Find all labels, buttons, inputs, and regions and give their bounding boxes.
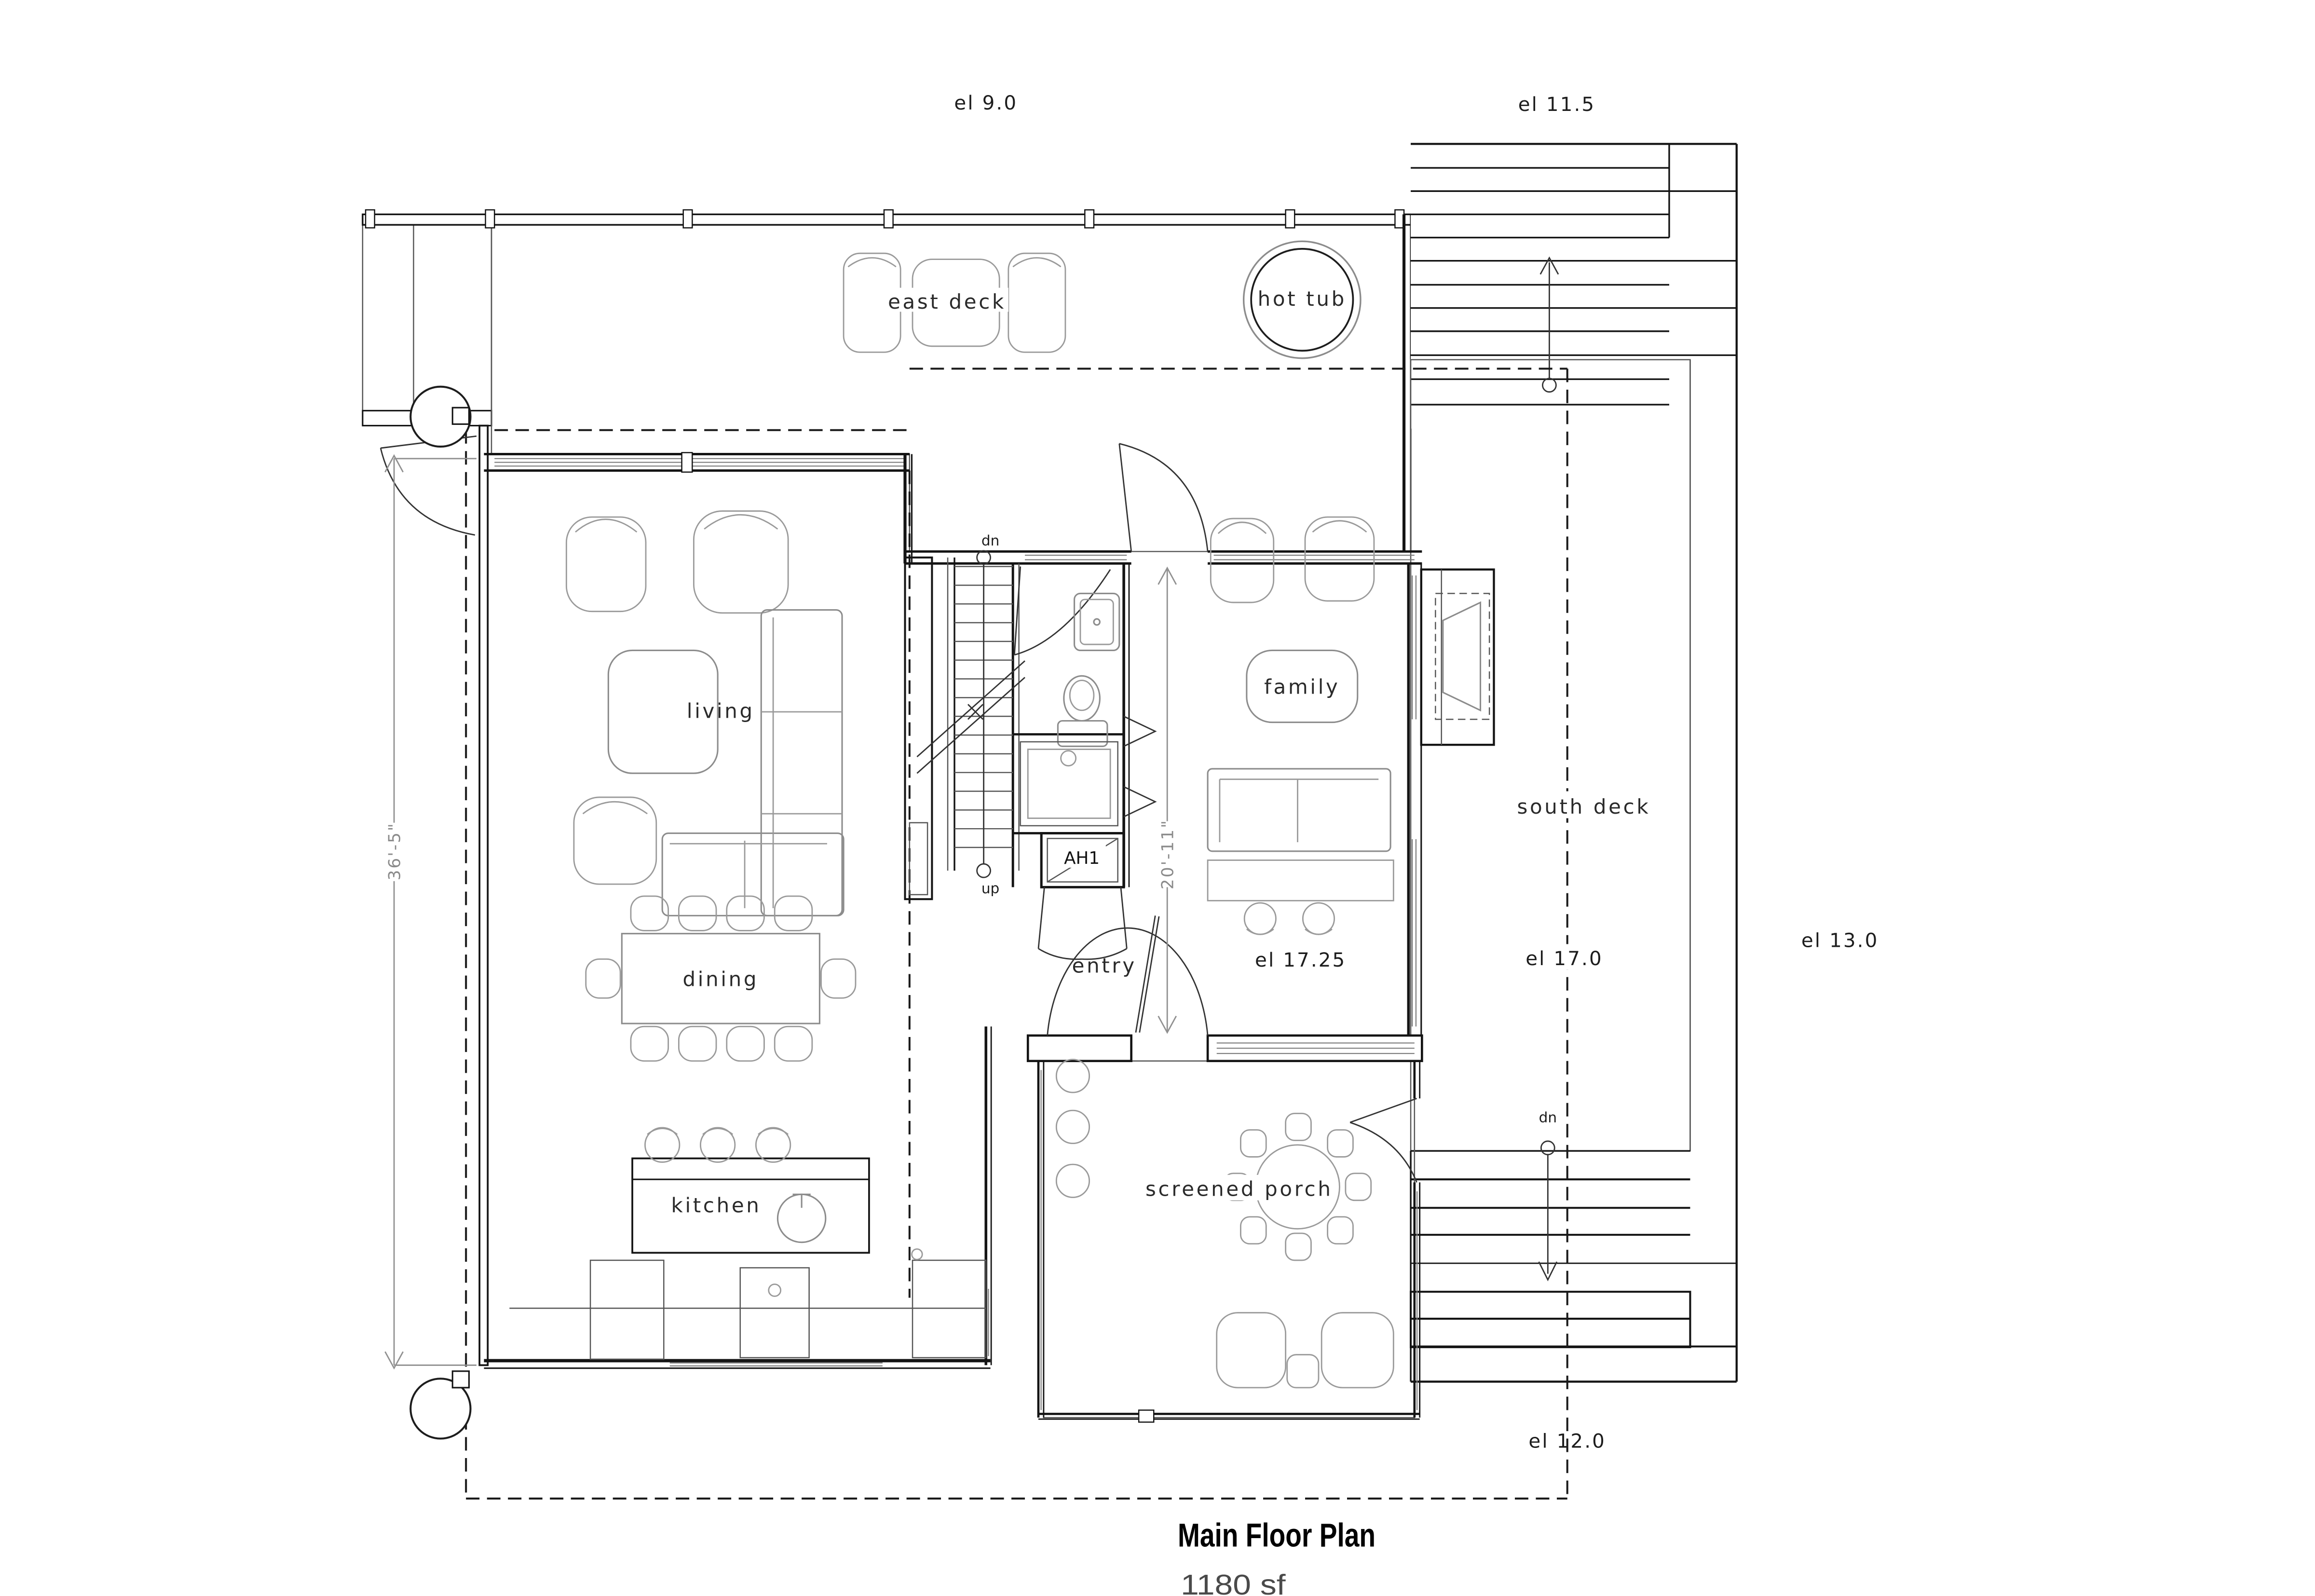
kitchen-counter: [509, 1248, 987, 1360]
el-upper-landing: el 11.5: [1518, 93, 1596, 116]
porch-floor: [1043, 1060, 1416, 1419]
island-stools: [644, 1127, 791, 1163]
living-label: living: [687, 699, 755, 723]
south-deck: dn: [1410, 359, 1737, 1383]
title-block: Main Floor Plan 1180 sf: [1178, 1517, 1375, 1596]
west-wall: [478, 424, 489, 1366]
hot-tub-label: hot tub: [1258, 287, 1347, 311]
east-deck-left-section: [362, 224, 492, 411]
el-lower-landing: el 12.0: [1528, 1430, 1606, 1452]
porch-deck-door: [1349, 1098, 1417, 1183]
stair-chase: [904, 556, 933, 900]
sheet-area: 1180 sf: [1181, 1569, 1286, 1596]
porch-lounge-set: [1216, 1312, 1394, 1389]
stair-dn-label: dn: [981, 532, 999, 549]
west-deck-door: [380, 385, 477, 536]
north-wall-west: [484, 452, 910, 473]
upper-deck-stairs: [1411, 143, 1738, 1382]
air-handler-label: AH1: [1064, 848, 1100, 868]
sheet-title: Main Floor Plan: [1178, 1517, 1375, 1554]
el-east-deck: el 9.0: [954, 92, 1018, 114]
porch-label: screened porch: [1145, 1177, 1333, 1200]
entry-door: [1047, 915, 1209, 1036]
kitchen: kitchen: [509, 1127, 987, 1360]
porch-east-wall: [1413, 1061, 1421, 1418]
dimension-east-wing: 20'-11": [1158, 566, 1178, 1034]
air-handler: AH1: [1037, 832, 1128, 960]
dining-set: dining: [585, 895, 857, 1062]
north-wall-east: [905, 550, 1422, 565]
column-marker-bottom: [409, 1378, 472, 1440]
el-family: el 17.25: [1255, 949, 1346, 971]
porch-north-wall: [1026, 1034, 1423, 1063]
deck-door: [1118, 443, 1209, 552]
column-marker-top: [409, 385, 472, 448]
house-walls: [380, 385, 1495, 1440]
kitchen-island: [631, 1157, 870, 1254]
elevation-labels: el 9.0 el 11.5 el 17.25 south deck el 17…: [954, 92, 1879, 1452]
kitchen-east-wall: [984, 1026, 992, 1365]
family-label-box: [1246, 649, 1359, 723]
dimension-west-label: 36'-5": [385, 822, 405, 880]
deck-down-guideline: dn: [1531, 1105, 1567, 1282]
hot-tub-inner-ring: [1250, 247, 1354, 352]
east-deck: hot tub east deck: [362, 209, 1425, 552]
south-deck-field: [1410, 359, 1691, 1152]
stair-core: dn up: [904, 532, 1025, 900]
screened-porch: screened porch: [1026, 1034, 1423, 1423]
family-set: family: [1207, 516, 1394, 935]
stair-up-label: up: [981, 880, 999, 897]
tv-cabinet: [1420, 568, 1495, 746]
east-deck-label: east deck: [888, 290, 1006, 314]
dining-chairs: [585, 895, 857, 1062]
el-south-deck: el 17.0: [1525, 947, 1603, 970]
roof-overhang-lines: [465, 368, 1568, 1500]
kitchen-label: kitchen: [671, 1194, 762, 1217]
dimension-west-wall: 36'-5": [384, 454, 477, 1370]
east-deck-rail-posts: [365, 209, 1405, 229]
family-label: family: [1264, 675, 1340, 699]
porch-label-halo: [1146, 1174, 1335, 1200]
dining-label: dining: [683, 967, 759, 991]
dimension-east-wing-label: 20'-11": [1158, 819, 1178, 889]
family-stools: [1243, 902, 1335, 935]
south-wall: [484, 1359, 991, 1369]
living-set: living: [565, 510, 844, 916]
porch-stools: [1055, 1059, 1090, 1198]
south-deck-label: south deck: [1517, 795, 1650, 818]
porch-west-wall: [1037, 1061, 1045, 1418]
entry-label: entry: [1072, 954, 1137, 977]
east-deck-label-halo: [891, 287, 1008, 312]
hot-tub: hot tub: [1242, 240, 1362, 359]
sectional-sofa: [661, 609, 844, 916]
deck-down-label: dn: [1539, 1109, 1557, 1126]
porch-south-wall: [1038, 1409, 1420, 1423]
south-deck-lower-stairs: [1410, 1150, 1737, 1383]
el-grade-east: el 13.0: [1801, 929, 1879, 952]
stair-centerline: [976, 550, 991, 878]
